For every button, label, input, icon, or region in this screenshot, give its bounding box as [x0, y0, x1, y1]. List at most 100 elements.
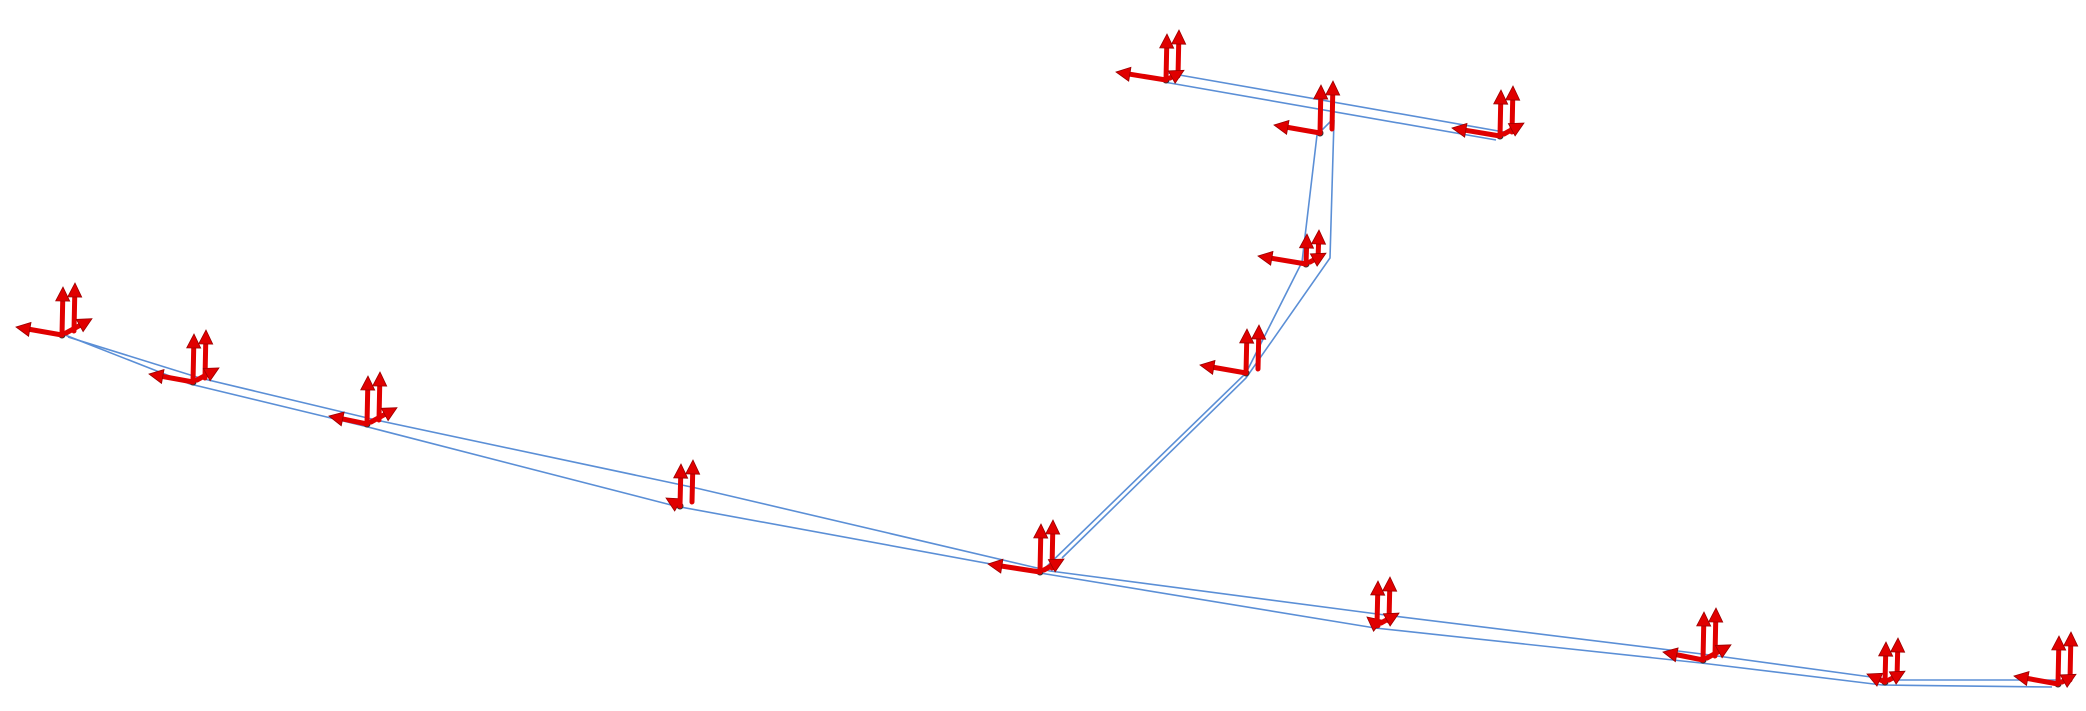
frame-3-x-axis-shaft [340, 416, 370, 427]
frame-8-z-axis-b-head [1889, 637, 1906, 653]
frame-8-y-axis-shaft [1886, 675, 1896, 683]
frame-14-z-axis-shaft [1497, 101, 1504, 139]
coordinate-frame-icon [15, 282, 93, 338]
frame-7-y-axis-shaft [1704, 649, 1722, 661]
frame-8-z-axis-head [1877, 641, 1894, 657]
frame-2-x-axis-head [148, 369, 165, 385]
frame-11-y-axis-shaft [1307, 257, 1317, 265]
frame-3-z-axis-b-shaft [376, 383, 383, 423]
frame-1-x-axis-shaft [27, 326, 65, 338]
frame-10-x-axis-shaft [1211, 364, 1249, 376]
frame-11-z-axis-b-head [1310, 229, 1327, 245]
frame-3-z-axis-shaft [364, 387, 371, 427]
frame-7-z-axis-b-head [1708, 607, 1724, 623]
frame-3-z-axis-b-head [372, 371, 388, 387]
frame-12-x-axis-shaft [1285, 124, 1323, 136]
frame-9-x-axis-head [2013, 671, 2030, 687]
frame-4-z-axis-shaft [677, 475, 684, 509]
frame-1-z-axis-shaft [59, 298, 66, 338]
frame-5-y-axis-head [1047, 558, 1065, 573]
frame-10-z-axis-head [1239, 328, 1255, 344]
frame-11-x-axis-head [1257, 250, 1274, 266]
frame-11-y-axis-head [1309, 252, 1327, 267]
frame-9-z-axis-head [2051, 635, 2067, 651]
frame-12-z-axis-b-head [1325, 80, 1341, 96]
coordinate-frame-icon [1662, 607, 1732, 663]
frame-4-z-axis-b-shaft [689, 471, 696, 505]
frame-7-x-axis-shaft [1674, 652, 1706, 663]
frame-12-z-axis-shaft [1317, 96, 1324, 136]
pose-graph-edges [58, 72, 2065, 688]
frame-13-x-axis-head [1115, 66, 1132, 82]
frame-6-y-axis-shaft [1378, 617, 1390, 626]
coordinate-frame-icon [328, 371, 398, 427]
frame-14-y-axis-head [1507, 122, 1525, 137]
frame-7-z-axis-b-shaft [1712, 619, 1719, 659]
frame-14-z-axis-b-head [1505, 85, 1521, 101]
frame-11-z-axis-head [1298, 233, 1315, 249]
frame-1-y-axis-shaft [63, 322, 83, 336]
frame-4-z-axis-head [673, 463, 689, 479]
frame-5-z-axis-shaft [1037, 535, 1044, 575]
frame-3-y-axis-head [380, 407, 398, 422]
coordinate-frame-icon [1366, 576, 1400, 632]
frame-11-x-axis-shaft [1269, 255, 1309, 267]
frame-2-x-axis-shaft [160, 374, 196, 385]
coordinate-frame-icon [1257, 229, 1327, 267]
frame-7-z-axis-head [1696, 611, 1712, 627]
frame-6-y-axis-head [1382, 612, 1400, 627]
edge-chain-b [67, 336, 2065, 681]
frame-13-x-axis-shaft [1127, 71, 1169, 83]
frame-5-y-axis-shaft [1041, 563, 1055, 573]
frame-2-z-axis-head [186, 333, 202, 349]
frame-13-z-axis-head [1159, 33, 1175, 49]
coordinate-frame-icon [2013, 631, 2079, 688]
frame-8-x-axis-head [1866, 672, 1884, 687]
frame-8-y-axis-head [1888, 670, 1906, 685]
coordinate-frame-icon [1115, 29, 1187, 84]
edge-branch-b [1061, 119, 1335, 559]
edge-chain-a [59, 332, 2053, 688]
frame-10-x-axis-head [1199, 359, 1216, 376]
pose-frames [15, 29, 2079, 688]
frame-12-z-axis-b-shaft [1329, 92, 1336, 132]
frame-5-x-axis-head [987, 558, 1004, 574]
frame-8-z-axis-shaft [1882, 653, 1889, 685]
frame-3-x-axis-head [328, 411, 345, 427]
coordinate-frame-icon [987, 519, 1065, 575]
frame-9-y-axis-head [2059, 673, 2077, 688]
frame-1-y-axis-head [75, 318, 93, 333]
frame-4-z-axis-b-head [685, 459, 701, 475]
frame-10-z-axis-b-head [1251, 324, 1267, 340]
frame-5-z-axis-head [1033, 523, 1049, 539]
coordinate-frame-icon [1866, 637, 1906, 687]
frame-1-x-axis-head [15, 321, 32, 338]
frame-2-y-axis-head [202, 367, 220, 382]
frame-13-z-axis-b-head [1171, 29, 1187, 45]
frame-6-z-axis-shaft [1374, 592, 1381, 628]
frame-10-z-axis-shaft [1243, 340, 1250, 376]
frame-6-z-axis-head [1370, 580, 1386, 596]
frame-9-z-axis-shaft [2055, 647, 2062, 687]
frame-12-x-axis-head [1273, 119, 1290, 136]
frame-2-z-axis-b-head [198, 329, 214, 345]
frame-1-z-axis-b-shaft [71, 294, 78, 334]
frame-2-y-axis-shaft [194, 372, 210, 383]
frame-12-z-axis-head [1313, 84, 1329, 100]
frame-3-y-axis-shaft [368, 411, 388, 425]
frame-13-z-axis-shaft [1163, 45, 1170, 83]
frame-2-z-axis-shaft [190, 345, 197, 385]
coordinate-frame-icon [665, 459, 701, 512]
frame-7-x-axis-head [1662, 647, 1679, 663]
frame-3-z-axis-head [360, 375, 376, 391]
frame-7-y-axis-head [1714, 644, 1732, 659]
edge-branch-a [1039, 119, 1333, 574]
frame-13-y-axis-head [1167, 69, 1185, 84]
frame-9-x-axis-shaft [2025, 676, 2061, 687]
coordinate-frame-icon [1199, 324, 1267, 376]
frame-14-z-axis-head [1493, 89, 1509, 105]
frame-6-z-axis-b-head [1382, 576, 1398, 592]
frame-9-z-axis-b-head [2063, 631, 2079, 647]
coordinate-frame-icon [148, 329, 220, 385]
